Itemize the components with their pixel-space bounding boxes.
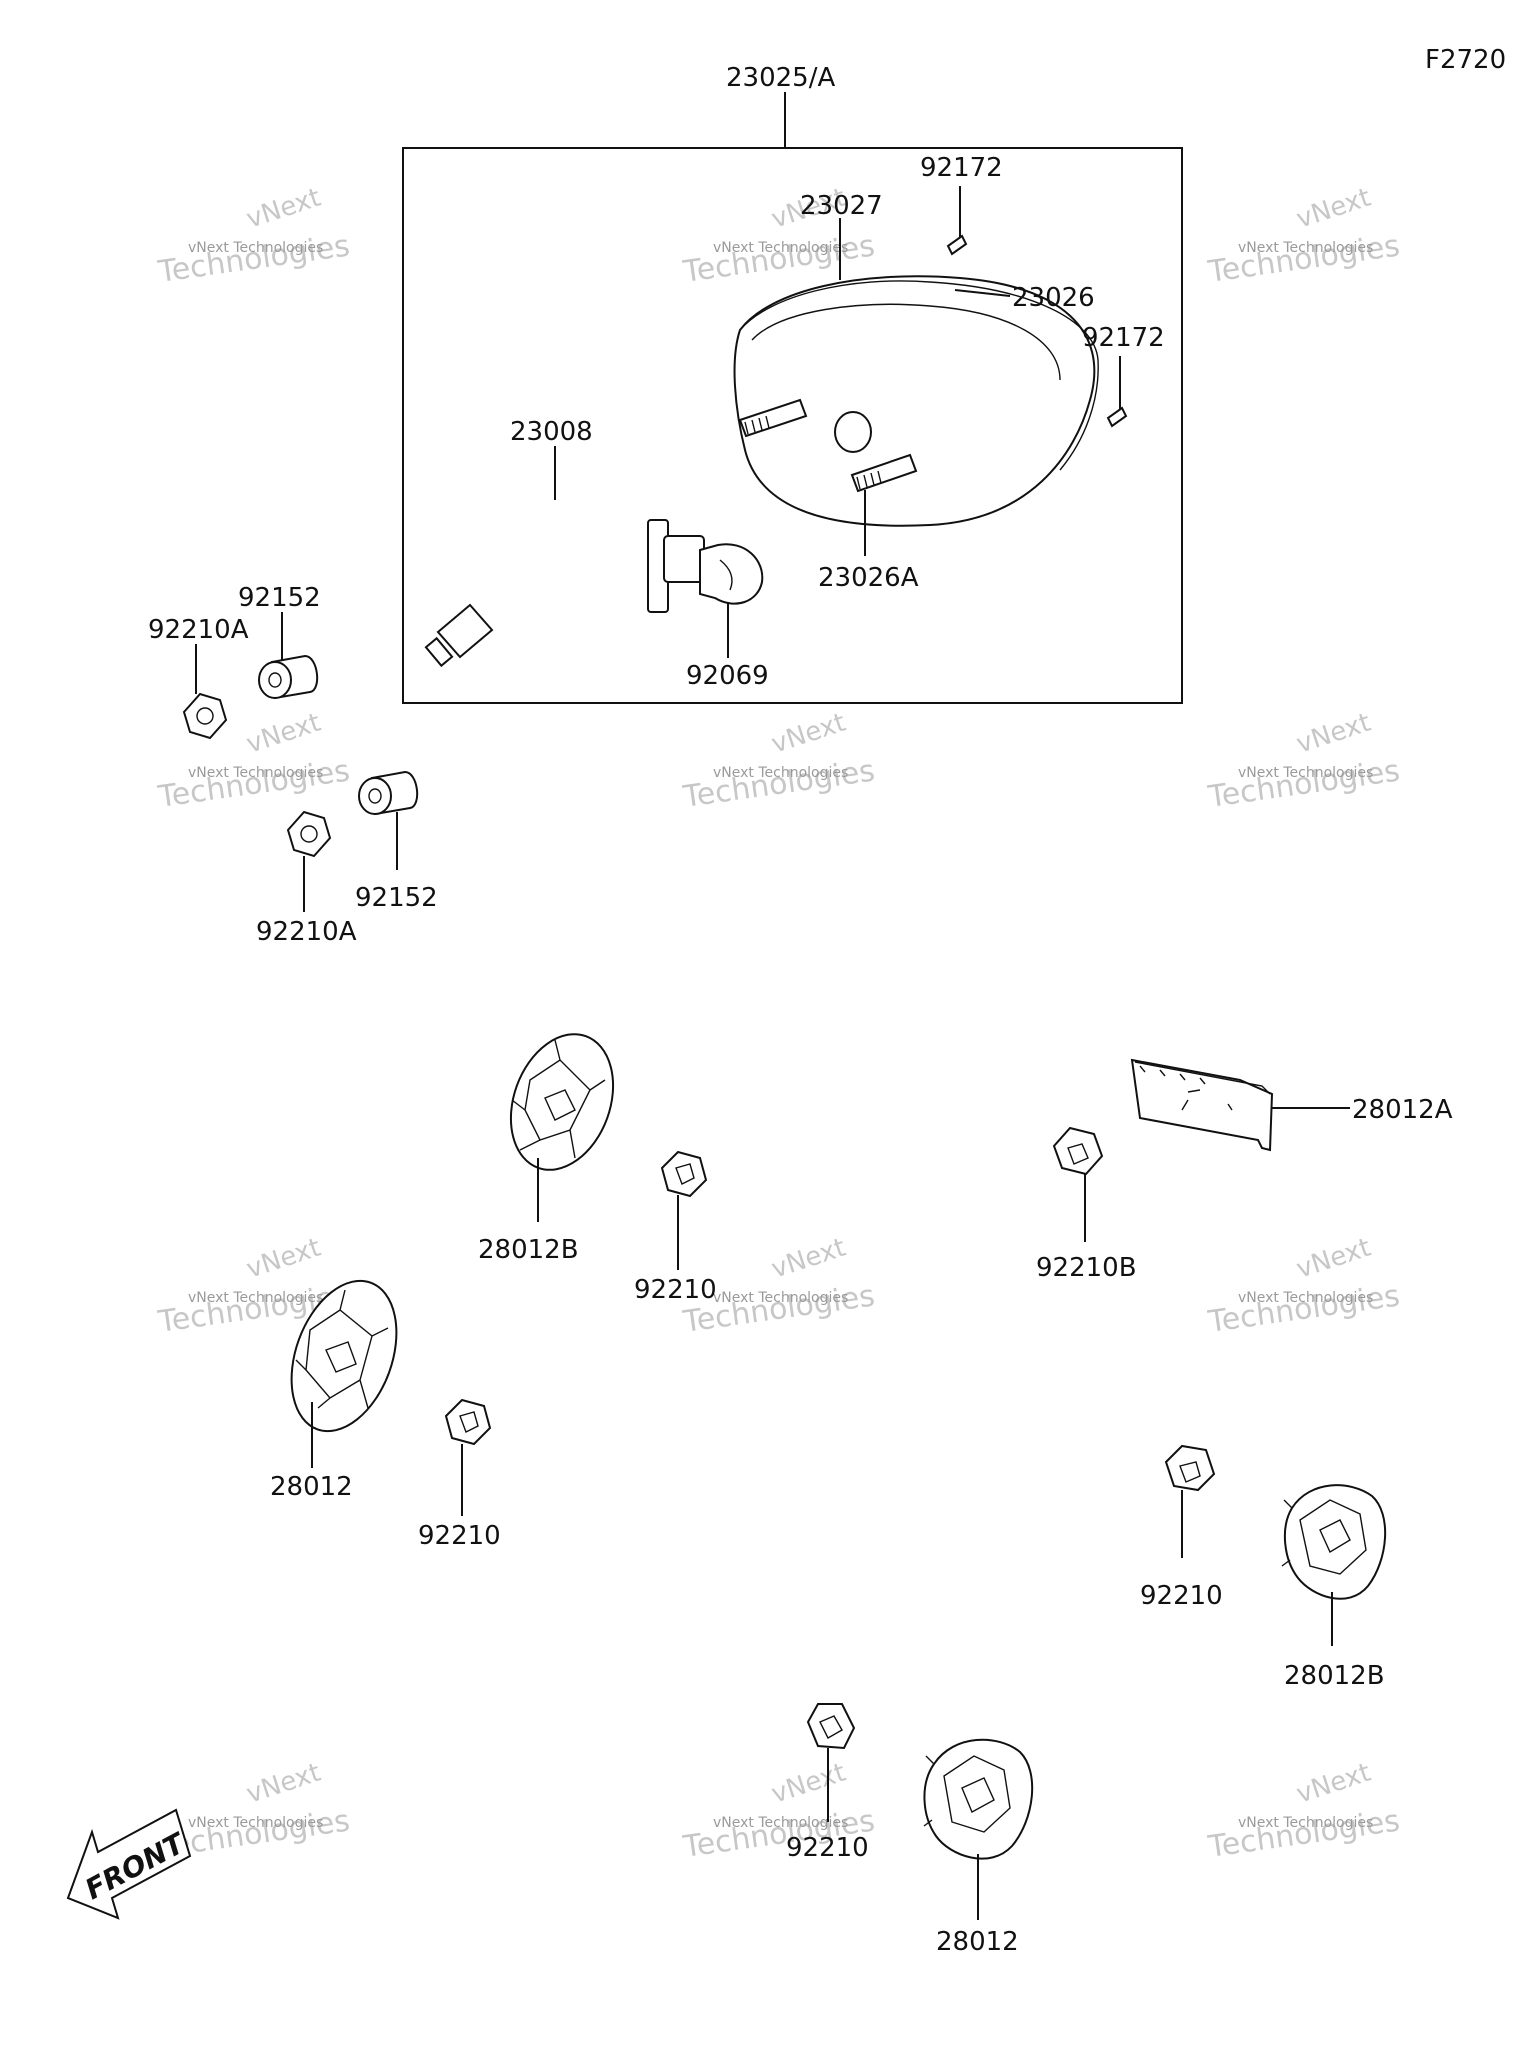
watermark-line1: vNext (243, 1233, 325, 1285)
watermark: vNext vNext Technologies Technologies (1205, 1233, 1402, 1340)
part-label-spacer-2: 92152 (355, 883, 438, 913)
part-label-reflector-b2: 28012B (1284, 1661, 1385, 1691)
watermark-line2: vNext Technologies (188, 765, 323, 781)
reflector-round-b2 (1281, 1484, 1387, 1600)
part-label-wiring: 23008 (510, 417, 593, 447)
reflector-round-b1 (509, 1033, 615, 1171)
screw-top (946, 186, 968, 256)
part-label-stud: 23026A (818, 563, 919, 593)
watermark-line2: vNext Technologies (1238, 765, 1373, 781)
part-label-spacer-1: 92152 (238, 583, 321, 613)
part-label-nut-bottom: 92210 (786, 1833, 869, 1863)
connector (424, 603, 494, 668)
spacer-2 (358, 770, 419, 816)
watermark-line2: vNext Technologies (713, 1290, 848, 1306)
part-label-bolt-top: 92172 (920, 153, 1003, 183)
watermark: vNext vNext Technologies Technologies (1205, 708, 1402, 815)
watermark-line2: vNext Technologies (1238, 1290, 1373, 1306)
stud-lower (850, 453, 918, 493)
watermark-line2: vNext Technologies (713, 765, 848, 781)
watermark-line3: Technologies (1205, 228, 1402, 290)
leader-line (954, 289, 1011, 297)
watermark-line1: vNext (243, 183, 325, 235)
nut-1 (182, 692, 228, 740)
nut-mid-1 (660, 1150, 708, 1198)
watermark-line1: vNext (768, 708, 850, 760)
reflector-round-2 (923, 1738, 1034, 1860)
watermark-line3: Technologies (155, 753, 352, 815)
nut-mid-2 (444, 1398, 492, 1446)
part-label-assembly: 23025/A (726, 63, 835, 93)
part-label-bulb: 92069 (686, 661, 769, 691)
tail-lamp-housing (733, 275, 1099, 527)
part-label-reflector-1: 28012 (270, 1472, 353, 1502)
watermark-line1: vNext (1293, 1758, 1375, 1810)
watermark-line3: Technologies (1205, 1803, 1402, 1865)
stud-upper (738, 398, 808, 438)
reflector-round-1 (290, 1279, 398, 1433)
watermark: vNext vNext Technologies Technologies (155, 183, 352, 290)
part-label-lens: 23027 (800, 191, 883, 221)
part-label-nut-2: 92210A (256, 917, 357, 947)
nut-2 (286, 810, 332, 858)
part-label-nut-1: 92210A (148, 615, 249, 645)
part-label-housing: 23026 (1012, 283, 1095, 313)
watermark-line3: Technologies (1205, 753, 1402, 815)
spacer-1 (258, 654, 319, 700)
nut-right (1164, 1444, 1216, 1492)
part-label-bolt-side: 92172 (1082, 323, 1165, 353)
part-label-reflector-b1: 28012B (478, 1235, 579, 1265)
watermark-line1: vNext (768, 1758, 850, 1810)
watermark: vNext vNext Technologies Technologies (1205, 183, 1402, 290)
watermark-line2: vNext Technologies (1238, 1815, 1373, 1831)
part-label-reflector-a: 28012A (1352, 1095, 1453, 1125)
watermark-line2: vNext Technologies (713, 240, 848, 256)
part-label-nut-right: 92210 (1140, 1581, 1223, 1611)
assembly-box (402, 147, 1183, 704)
diagram-code: F2720 (1425, 45, 1506, 75)
nut-bottom (806, 1703, 856, 1750)
watermark-line1: vNext (243, 1758, 325, 1810)
bulb (699, 543, 764, 605)
watermark: vNext vNext Technologies Technologies (155, 708, 352, 815)
watermark-line1: vNext (243, 708, 325, 760)
watermark-line1: vNext (1293, 1233, 1375, 1285)
watermark-line1: vNext (1293, 183, 1375, 235)
watermark: vNext vNext Technologies Technologies (680, 708, 877, 815)
watermark-line2: vNext Technologies (1238, 240, 1373, 256)
watermark-line1: vNext (768, 1233, 850, 1285)
watermark-line2: vNext Technologies (188, 240, 323, 256)
watermark-line3: Technologies (680, 753, 877, 815)
reflector-rect-a (1130, 1058, 1274, 1152)
lamp-socket-hole (834, 411, 872, 453)
nut-b (1052, 1126, 1104, 1176)
part-label-nut-mid-2: 92210 (418, 1521, 501, 1551)
part-label-nut-b: 92210B (1036, 1253, 1137, 1283)
wiring-harness (424, 496, 705, 668)
part-label-reflector-2: 28012 (936, 1927, 1019, 1957)
watermark-line2: vNext Technologies (713, 1815, 848, 1831)
watermark-line3: Technologies (155, 228, 352, 290)
front-direction-arrow: FRONT (66, 1808, 191, 1920)
watermark-line1: vNext (1293, 708, 1375, 760)
screw-side (1106, 356, 1128, 428)
watermark: vNext vNext Technologies Technologies (1205, 1758, 1402, 1865)
watermark-line2: vNext Technologies (188, 1815, 323, 1831)
part-label-nut-mid-1: 92210 (634, 1275, 717, 1305)
watermark-line3: Technologies (1205, 1278, 1402, 1340)
bulb-socket (647, 519, 705, 613)
watermark-line2: vNext Technologies (188, 1290, 323, 1306)
